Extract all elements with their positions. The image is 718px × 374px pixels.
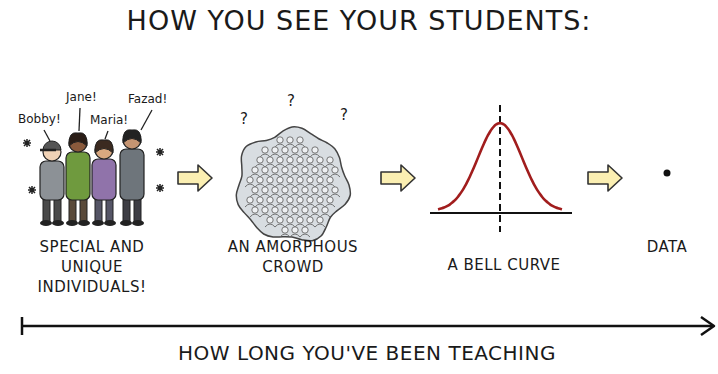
bell-curve xyxy=(438,123,562,209)
progress-arrow xyxy=(588,165,622,191)
progress-arrow xyxy=(381,165,415,191)
stage-caption: SPECIAL AND UNIQUE INDIVIDUALS! xyxy=(12,237,172,297)
curve-baseline xyxy=(430,212,572,214)
stage-panel: DATA xyxy=(630,95,704,300)
student-figure xyxy=(40,141,64,226)
question-mark: ? xyxy=(240,110,248,128)
time-axis xyxy=(22,325,712,328)
student-name: Jane! xyxy=(66,90,97,104)
axis-label: HOW LONG YOU'VE BEEN TEACHING xyxy=(8,341,718,365)
axis-tick xyxy=(21,317,24,335)
leader-line xyxy=(105,131,108,139)
diagram-title: HOW YOU SEE YOUR STUDENTS: xyxy=(0,5,718,37)
sparkle xyxy=(23,139,31,147)
student-name: Maria! xyxy=(90,113,128,127)
student-figure xyxy=(120,130,144,226)
stage-caption: DATA xyxy=(630,237,704,257)
leader-line xyxy=(141,110,152,130)
student-name: Fazad! xyxy=(128,92,167,106)
student-figure xyxy=(92,140,116,226)
question-mark: ? xyxy=(287,92,295,110)
sparkle xyxy=(156,148,164,156)
question-mark: ? xyxy=(340,106,348,124)
student-name: Bobby! xyxy=(18,112,61,126)
axis-arrowhead xyxy=(701,317,714,335)
sparkle xyxy=(156,184,164,192)
stage-panel: A BELL CURVE xyxy=(428,95,580,300)
progress-arrow xyxy=(178,165,212,191)
data-point xyxy=(664,170,671,177)
crowd-blob xyxy=(236,127,350,241)
sparkle xyxy=(28,186,36,194)
stage-caption: A BELL CURVE xyxy=(428,255,580,275)
crowd-heads xyxy=(245,137,340,237)
leader-line xyxy=(44,130,50,141)
stage-caption: AN AMORPHOUS CROWD xyxy=(218,237,368,277)
leader-line xyxy=(79,108,80,131)
student-figure xyxy=(66,133,90,226)
